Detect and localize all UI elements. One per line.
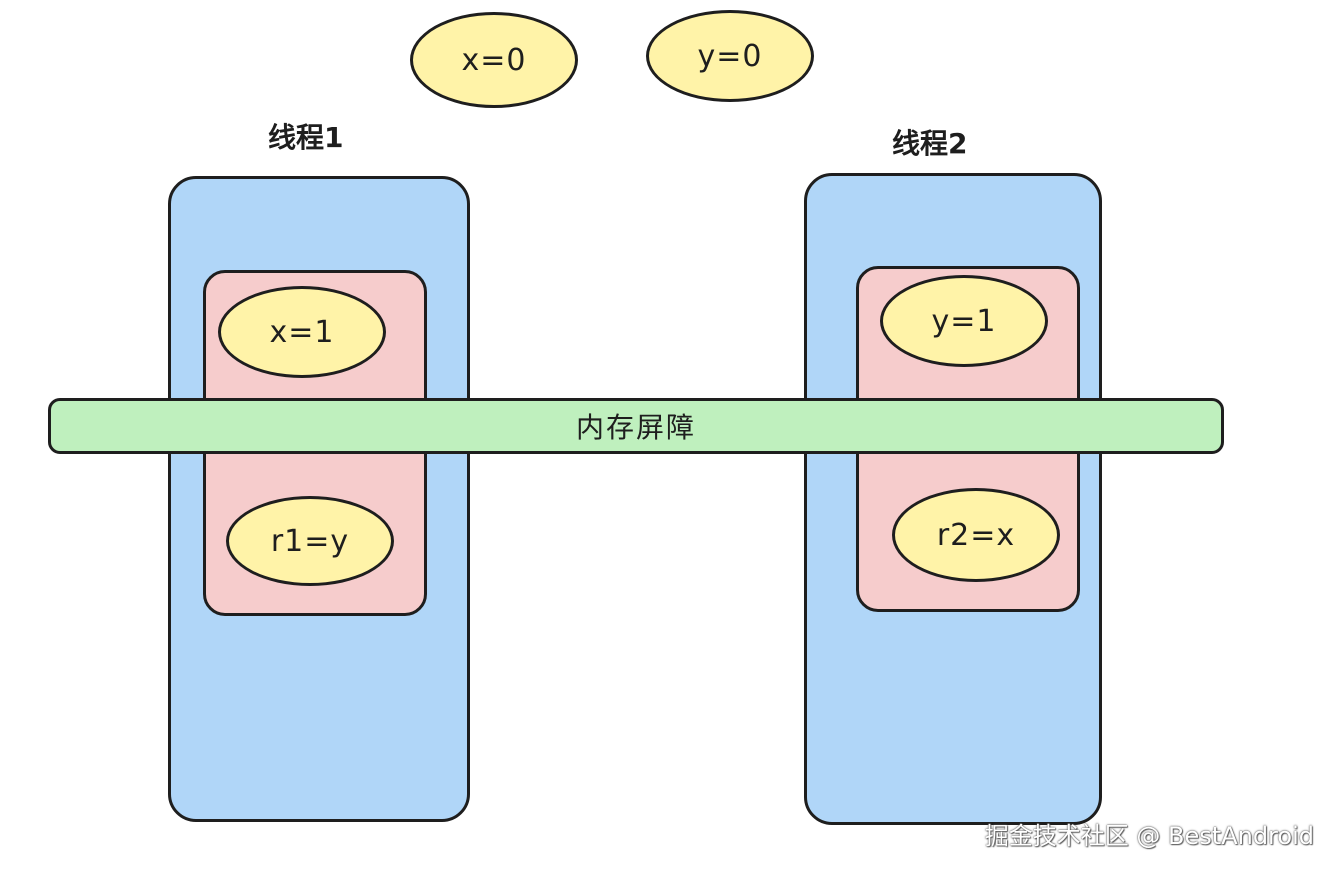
thread1-store-label: x=1	[269, 314, 335, 350]
thread1-store-op: x=1	[218, 286, 386, 378]
shared-variable-y: y=0	[646, 10, 814, 102]
thread2-store-op: y=1	[880, 275, 1048, 367]
shared-variable-x-label: x=0	[461, 42, 527, 78]
thread2-load-op: r2=x	[892, 488, 1060, 582]
thread1-title: 线程1	[268, 121, 344, 154]
shared-variable-x: x=0	[410, 12, 578, 108]
thread2-title: 线程2	[892, 127, 968, 160]
memory-barrier-label: 内存屏障	[575, 411, 696, 444]
memory-barrier: 内存屏障	[48, 398, 1224, 454]
thread1-load-op: r1=y	[226, 496, 394, 586]
watermark: 掘金技术社区 @ BestAndroid	[984, 822, 1314, 850]
thread2-load-label: r2=x	[936, 517, 1016, 553]
thread2-store-label: y=1	[931, 303, 997, 339]
thread1-load-label: r1=y	[270, 523, 350, 559]
shared-variable-y-label: y=0	[697, 38, 763, 74]
